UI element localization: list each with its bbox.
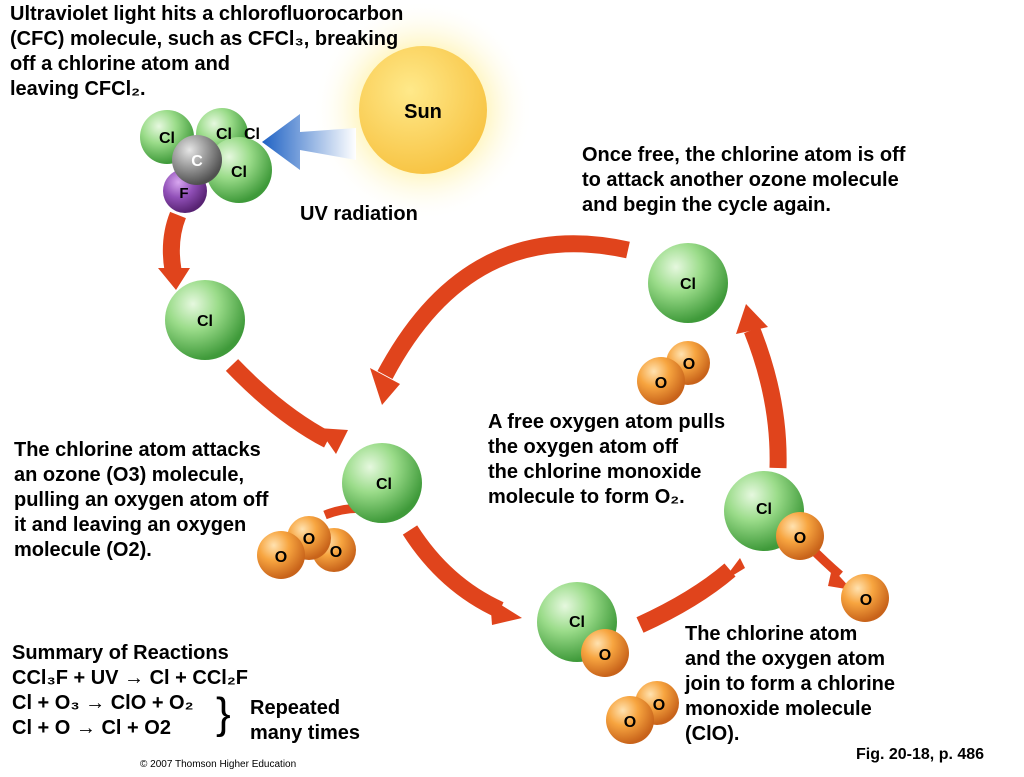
oxygen-atom	[606, 696, 654, 744]
caption-line: the chlorine monoxide	[488, 461, 702, 483]
atom-label: Cl	[231, 164, 247, 181]
repeated-line: many times	[250, 722, 361, 744]
caption-line: monoxide molecule	[685, 698, 872, 720]
caption-line: join to form a chlorine	[685, 673, 896, 695]
atom-label: Cl	[244, 126, 260, 143]
arrow-head-3	[490, 598, 522, 625]
arrow-attack-to-clo	[402, 525, 504, 618]
arrow-head-4	[722, 558, 745, 582]
atom-label: O	[653, 697, 665, 714]
repeated-line: Repeated	[250, 697, 341, 719]
arrow-cl-to-ozone	[225, 359, 332, 448]
caption-line: Ultraviolet light hits a chlorofluorocar…	[10, 3, 404, 25]
caption-line: molecule to form O₂.	[488, 486, 685, 508]
atom-label: Cl	[159, 130, 175, 147]
sun: Sun	[313, 0, 533, 220]
arrow-cycle-return	[377, 235, 630, 379]
sun-label: Sun	[404, 101, 442, 123]
uv-arrow	[262, 114, 356, 170]
atom-label: O	[303, 531, 315, 548]
caption-line: and the oxygen atom	[685, 648, 886, 670]
caption-uv-hits-cfc: Ultraviolet light hits a chlorofluorocar…	[10, 2, 470, 102]
chlorine-atom	[206, 137, 272, 203]
chlorine-atom	[165, 280, 245, 360]
caption-line: (ClO).	[685, 723, 740, 745]
reaction: CCl₃F + UV → Cl + CCl₂F	[12, 667, 248, 689]
brace-repeated: }	[216, 689, 231, 738]
reaction: Cl + O → Cl + O2	[12, 717, 171, 739]
uv-radiation-label: UV radiation	[300, 203, 418, 225]
caption-line: leaving CFCl₂.	[10, 78, 146, 100]
caption-line: The chlorine atom	[685, 623, 858, 645]
sun-disc	[359, 46, 487, 174]
atom-label: C	[191, 153, 203, 170]
chlorine-monoxide-with-free-oxygen: Cl O O	[724, 471, 889, 622]
caption-form-clo: The chlorine atom and the oxygen atom jo…	[685, 622, 985, 747]
caption-line: (CFC) molecule, such as CFCl₃, breaking	[10, 28, 399, 50]
chlorine-monoxide-molecule: Cl O	[537, 582, 629, 677]
cycle-arrows	[162, 211, 843, 633]
arrow-head-2	[318, 428, 348, 454]
oxygen-molecule-bottom: O O	[606, 681, 679, 744]
chlorine-atom	[648, 243, 728, 323]
free-oxygen-atom	[841, 574, 889, 622]
oxygen-molecule-formed: O O	[637, 341, 710, 405]
reaction: Cl + O₃ → ClO + O₂	[12, 692, 194, 714]
atom-label: Cl	[197, 313, 213, 330]
atom-label: O	[860, 592, 872, 609]
chlorine-attacking-ozone: Cl O O O	[257, 443, 422, 579]
atom-label: Cl	[756, 501, 772, 518]
copyright: © 2007 Thomson Higher Education	[140, 759, 297, 770]
oxygen-atom	[581, 629, 629, 677]
atom-label: Cl	[376, 476, 392, 493]
atom-label: O	[275, 549, 287, 566]
caption-line: off a chlorine atom and	[10, 53, 231, 75]
caption-line: A free oxygen atom pulls	[488, 411, 726, 433]
atom-label: F	[179, 185, 188, 202]
caption-line: Once free, the chlorine atom is off	[582, 144, 906, 166]
caption-line: and begin the cycle again.	[582, 194, 831, 216]
caption-free-oxygen: A free oxygen atom pulls the oxygen atom…	[488, 410, 788, 510]
atom-label: O	[624, 714, 636, 731]
arrow-clo-to-free-o	[636, 563, 736, 633]
carbon-atom	[172, 135, 222, 185]
repeated-note: Repeated many times	[250, 696, 390, 746]
released-chlorine-atom: Cl	[648, 243, 728, 323]
caption-chlorine-attacks: The chlorine atom attacks an ozone (O3) …	[14, 438, 314, 563]
chlorine-atom	[342, 443, 422, 523]
caption-line: molecule (O2).	[14, 539, 152, 561]
caption-line: an ozone (O3) molecule,	[14, 464, 245, 486]
caption-line: it and leaving an oxygen	[14, 514, 247, 536]
atom-label: O	[655, 375, 667, 392]
oxygen-atom	[776, 512, 824, 560]
caption-line: to attack another ozone molecule	[582, 169, 899, 191]
arrow-head-6	[370, 368, 400, 405]
arrow-release-cl	[744, 326, 787, 469]
atom-label: Cl	[680, 276, 696, 293]
atom-label: O	[330, 544, 342, 561]
figure-reference: Fig. 20-18, p. 486	[856, 746, 985, 763]
summary-of-reactions: Summary of Reactions CCl₃F + UV → Cl + C…	[12, 641, 312, 741]
caption-cycle-again: Once free, the chlorine atom is off to a…	[582, 143, 1002, 218]
free-chlorine-atom: Cl	[165, 280, 245, 360]
arrow-cfc-to-cl	[162, 211, 186, 272]
cfc-molecule: Cl Cl Cl Cl C F	[140, 108, 272, 213]
arrow-head-1	[158, 268, 190, 290]
caption-line: the oxygen atom off	[488, 436, 679, 458]
oxygen-atom	[257, 531, 305, 579]
oxygen-atom	[637, 357, 685, 405]
atom-label: O	[794, 530, 806, 547]
summary-title: Summary of Reactions	[12, 642, 229, 664]
atom-label: Cl	[569, 614, 585, 631]
atom-label: Cl	[216, 126, 232, 143]
caption-line: The chlorine atom attacks	[14, 439, 261, 461]
atom-label: O	[683, 356, 695, 373]
arrow-head-5	[736, 304, 768, 334]
caption-line: pulling an oxygen atom off	[14, 489, 269, 511]
atom-label: O	[599, 647, 611, 664]
